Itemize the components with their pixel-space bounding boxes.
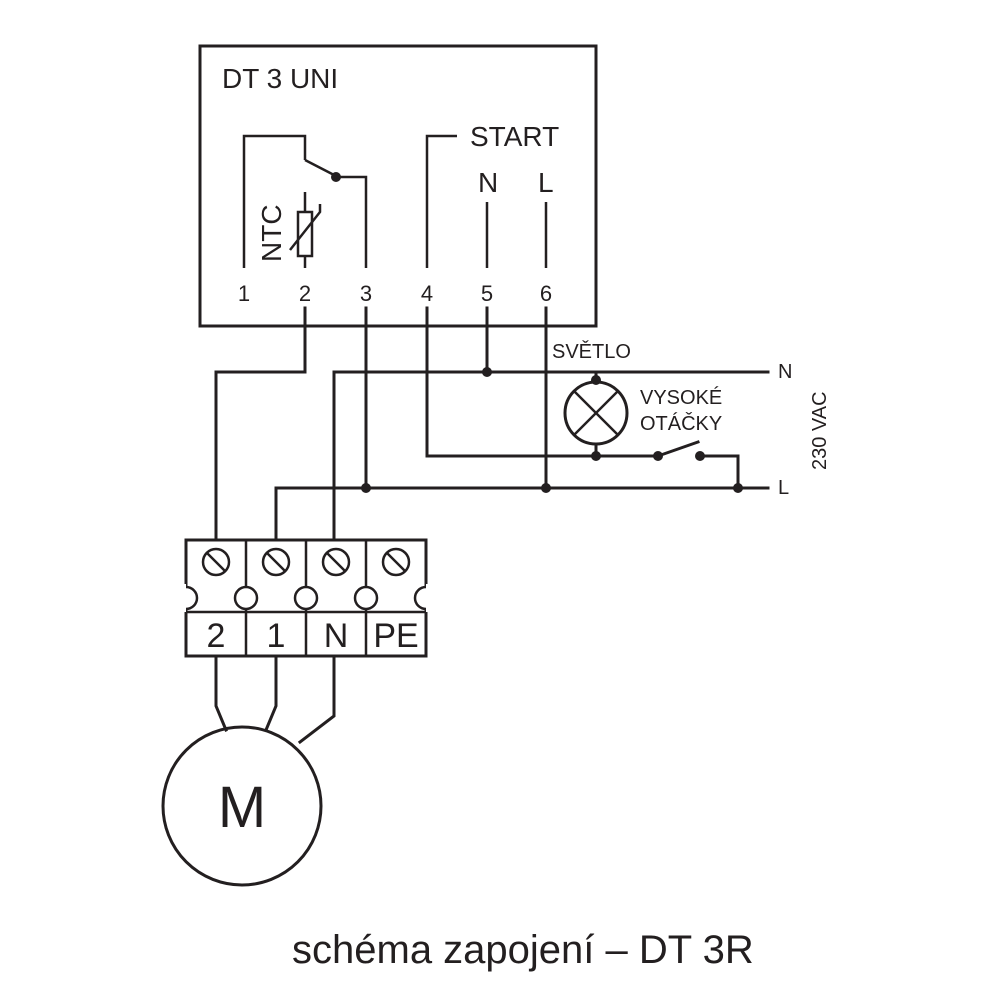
pin-numbers: 1 2 3 4 5 6 — [238, 281, 552, 306]
controller-name: DT 3 UNI — [222, 63, 338, 94]
screw-icon — [321, 547, 351, 577]
pin-6: 6 — [540, 281, 552, 306]
lamp-icon — [563, 380, 629, 446]
screw-icon — [261, 547, 291, 577]
internal-relay-switch — [242, 134, 368, 268]
screw-icon — [381, 547, 411, 577]
supply-voltage-label: 230 VAC — [809, 391, 831, 470]
start-n-label: N — [478, 167, 498, 198]
supply-n-label: N — [778, 361, 792, 383]
ntc-thermistor — [289, 192, 322, 268]
terminal-block — [172, 538, 440, 658]
pin-4: 4 — [421, 281, 433, 306]
pin-5: 5 — [481, 281, 493, 306]
terminal-n-label: N — [324, 617, 349, 655]
terminal-2-label: 2 — [207, 617, 226, 655]
motor-icon — [161, 725, 323, 887]
pin-1: 1 — [238, 281, 250, 306]
motor-label: M — [218, 775, 266, 840]
start-label: START — [470, 121, 559, 152]
caption: schéma zapojení – DT 3R — [292, 928, 754, 972]
controller-box — [198, 44, 598, 328]
lamp-label: SVĚTLO — [552, 340, 631, 363]
supply-l-label: L — [778, 477, 789, 499]
pin-3: 3 — [360, 281, 372, 306]
external-wiring — [214, 306, 770, 542]
switch-label-line1: VYSOKÉ — [640, 386, 722, 409]
pin-2: 2 — [299, 281, 311, 306]
terminal-pe-label: PE — [373, 617, 418, 655]
start-line — [425, 134, 457, 268]
switch-label-line2: OTÁČKY — [640, 412, 722, 435]
ntc-label: NTC — [256, 204, 287, 262]
motor-leads — [214, 654, 336, 745]
start-l-label: L — [538, 167, 554, 198]
screw-icon — [201, 547, 231, 577]
terminal-1-label: 1 — [267, 617, 286, 655]
